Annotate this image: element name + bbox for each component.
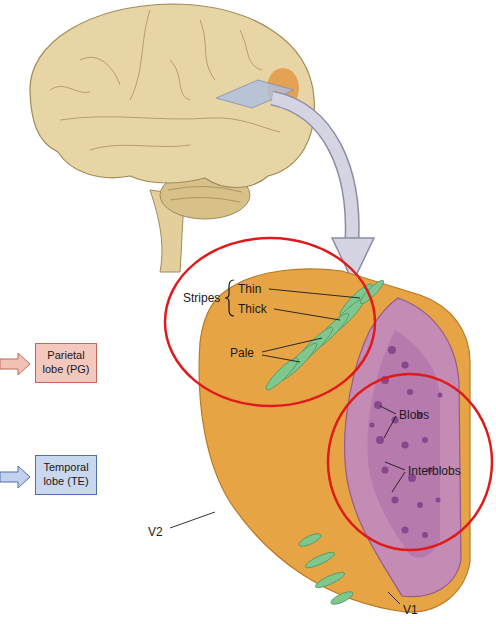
stripes-brace bbox=[225, 280, 234, 316]
stripe-type-label: Pale bbox=[230, 347, 254, 359]
stripes-label: Stripes bbox=[183, 292, 220, 304]
temporal-arrow bbox=[0, 466, 30, 488]
v1-region bbox=[345, 298, 461, 597]
v1-structure-label: Blobs bbox=[399, 409, 429, 421]
parietal-box: Parietal lobe (PG) bbox=[35, 343, 97, 383]
leader-lines bbox=[170, 289, 405, 604]
zoom-arrow bbox=[272, 98, 352, 240]
v2-region bbox=[199, 269, 470, 612]
area-label: V2 bbox=[148, 526, 163, 538]
parietal-arrow bbox=[0, 353, 30, 375]
box-text: Parietal lobe (PG) bbox=[40, 349, 92, 377]
box-text: Temporal lobe (TE) bbox=[40, 461, 92, 489]
highlight-circle bbox=[165, 238, 375, 406]
area-label: V1 bbox=[403, 604, 418, 616]
highlight-circle bbox=[328, 374, 492, 550]
cerebrum bbox=[30, 4, 314, 188]
temporal-box: Temporal lobe (TE) bbox=[35, 455, 97, 495]
stripes bbox=[263, 278, 386, 607]
v1-structure-label: Interblobs bbox=[408, 465, 461, 477]
stripe-type-label: Thin bbox=[238, 283, 261, 295]
stripe-type-label: Thick bbox=[238, 303, 267, 315]
